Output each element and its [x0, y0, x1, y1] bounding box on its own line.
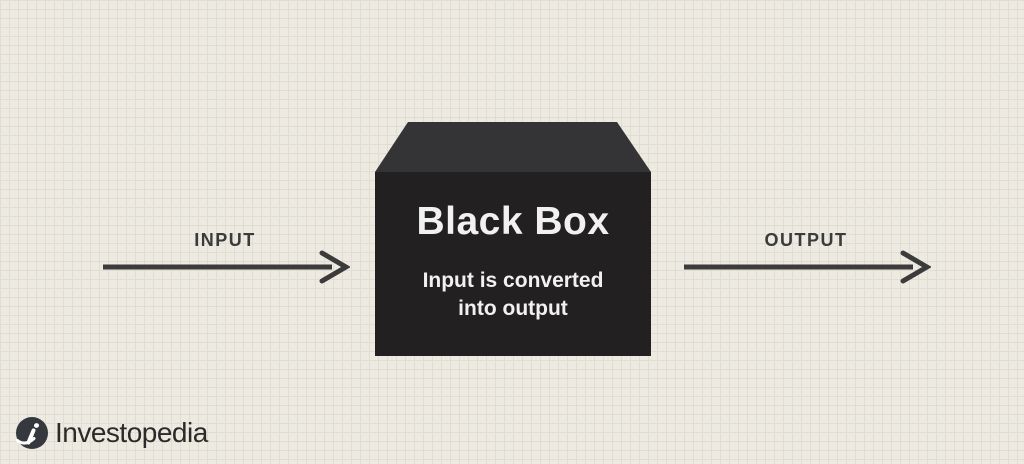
investopedia-logo-text: Investopedia [55, 417, 208, 448]
box-text-block: Black Box Input is converted into output [375, 172, 651, 356]
box-top-face [375, 122, 651, 172]
box-front-face [375, 172, 651, 356]
black-box-shape [375, 122, 651, 356]
box-subtitle-line1: Input is converted [422, 268, 604, 292]
investopedia-logo: Investopedia [16, 415, 208, 451]
investopedia-logo-icon [16, 417, 48, 449]
input-label: INPUT [194, 230, 256, 250]
output-label: OUTPUT [764, 230, 848, 250]
output-arrow-icon [684, 250, 931, 284]
box-title: Black Box [416, 199, 610, 243]
box-subtitle-line2: into output [458, 296, 568, 320]
input-arrow-icon [103, 250, 350, 284]
